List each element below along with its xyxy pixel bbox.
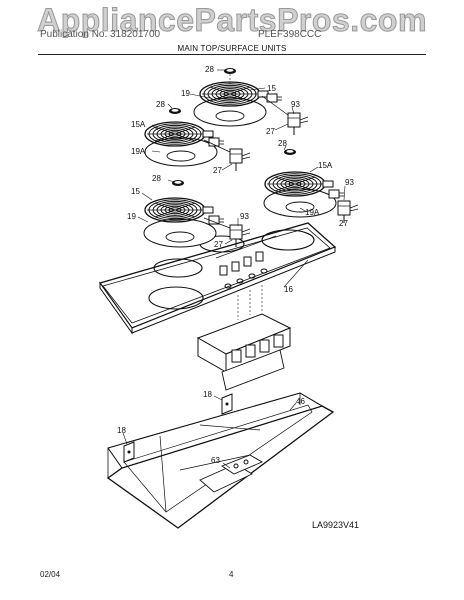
- rear-right-surface-unit: [193, 68, 309, 136]
- callout-label: 28: [152, 174, 161, 183]
- callout-label: 46: [296, 397, 305, 406]
- callout-label: 28: [278, 139, 287, 148]
- callout-label: 27: [339, 219, 348, 228]
- main-top-cooktop: [98, 222, 337, 335]
- section-title: MAIN TOP/SURFACE UNITS: [177, 44, 287, 53]
- callout-label: 18: [203, 390, 212, 399]
- callout-label: 16: [284, 285, 293, 294]
- callout-label: 93: [345, 178, 354, 187]
- leader-lines: [122, 69, 346, 469]
- page-number: 4: [229, 570, 234, 579]
- callout-label: 93: [240, 212, 249, 221]
- callout-labels: 28 19 15 93 28 27 15A 28 19A 27 15A 28 9…: [117, 65, 354, 465]
- callout-label: 19: [127, 212, 136, 221]
- callout-label: 19A: [131, 147, 146, 156]
- callout-label: 28: [156, 100, 165, 109]
- callout-label: 15A: [318, 161, 333, 170]
- callout-label: 15A: [131, 120, 146, 129]
- callout-label: 28: [205, 65, 214, 74]
- callout-label: 15: [267, 84, 276, 93]
- header-rule: [38, 54, 426, 55]
- model-number: PLEF398CCC: [258, 29, 322, 40]
- bracket-lower: [123, 441, 135, 463]
- callout-label: 27: [266, 127, 275, 136]
- bracket-upper: [221, 393, 233, 415]
- callout-label: 19: [181, 89, 190, 98]
- callout-label: 27: [213, 166, 222, 175]
- publication-number: Publication No. 318201700: [40, 29, 161, 40]
- callout-label: 18: [117, 426, 126, 435]
- callout-label: 19A: [305, 208, 320, 217]
- callout-label: 63: [211, 456, 220, 465]
- rear-left-surface-unit: [144, 108, 251, 172]
- switch-housing: [196, 285, 292, 391]
- callout-label: 15: [131, 187, 140, 196]
- callout-label: 27: [214, 240, 223, 249]
- callout-label: 93: [291, 100, 300, 109]
- figure-id: LA9923V41: [312, 520, 359, 530]
- front-left-surface-unit: [143, 180, 251, 248]
- burner-box-pan: [106, 392, 335, 529]
- footer-date: 02/04: [40, 570, 61, 579]
